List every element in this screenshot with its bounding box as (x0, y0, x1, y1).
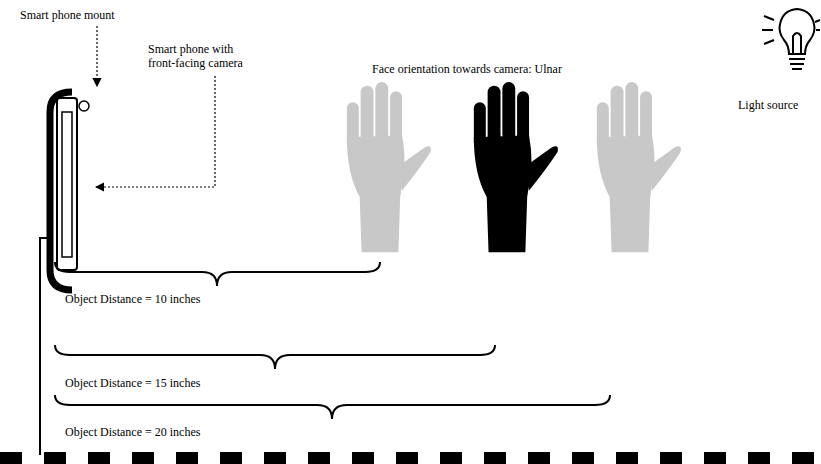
label-text: Smart phone with front-facing camera (148, 42, 260, 70)
phone-screen (62, 112, 72, 257)
label-text: Smart phone mount (20, 8, 115, 22)
label-text: Light source (738, 98, 798, 112)
leader-arrow (96, 76, 215, 187)
hand-grey (347, 82, 431, 252)
label-text: Object Distance = 15 inches (65, 376, 200, 390)
light-bulb (762, 9, 820, 69)
distance-brace (55, 262, 610, 419)
label-text: Face orientation towards camera: Ulnar (372, 62, 562, 76)
label-text: Object Distance = 10 inches (65, 292, 200, 306)
hand-black (474, 82, 558, 252)
camera-lens (79, 101, 89, 111)
ground-line (0, 452, 821, 464)
leader-arrow (96, 26, 97, 86)
label-text: Object Distance = 20 inches (65, 425, 200, 439)
hand-grey (597, 82, 681, 252)
smart-phone (57, 98, 77, 270)
